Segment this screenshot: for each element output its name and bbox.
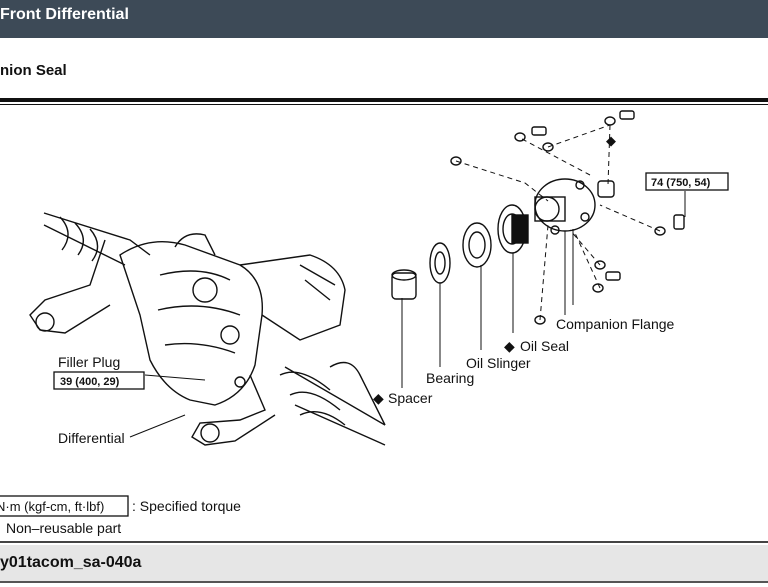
oil-seal-diamond: ◆ xyxy=(504,338,515,354)
filler-plug-label: Filler Plug xyxy=(58,354,120,370)
companion-flange-label: Companion Flange xyxy=(556,316,675,332)
bearing-label: Bearing xyxy=(426,370,474,386)
spacer-label: Spacer xyxy=(388,390,433,406)
title-bar: Front Differential xyxy=(0,0,768,38)
page-title: Front Differential xyxy=(0,6,129,23)
legend-units-box xyxy=(0,495,129,517)
diagram-svg: Filler Plug 39 (400, 29) Differential ◆ … xyxy=(0,110,729,536)
bolt-diamond: ◆ xyxy=(606,133,616,148)
flange-torque-box xyxy=(645,172,729,191)
filler-plug-torque-box xyxy=(53,371,145,390)
filler-plug-torque: 39 (400, 29) xyxy=(60,376,120,388)
image-id-bar: y01tacom_sa-040a xyxy=(0,545,768,583)
divider-thick xyxy=(0,98,768,102)
differential-label: Differential xyxy=(58,430,125,446)
legend-units: N·m (kgf-cm, ft·lbf) xyxy=(0,499,104,514)
exploded-diagram: Filler Plug 39 (400, 29) Differential ◆ … xyxy=(0,105,768,540)
legend-units-text: : Specified torque xyxy=(132,498,241,514)
image-id: y01tacom_sa-040a xyxy=(0,554,142,571)
divider-thin xyxy=(0,104,768,105)
oil-slinger-label: Oil Slinger xyxy=(466,355,531,371)
legend-nonreusable-text: Non–reusable part xyxy=(6,520,121,536)
oil-seal-label: Oil Seal xyxy=(520,338,569,354)
footer-divider xyxy=(0,541,768,543)
spacer-diamond: ◆ xyxy=(373,390,384,406)
flange-torque: 74 (750, 54) xyxy=(651,177,711,189)
section-title: nion Seal xyxy=(0,62,67,79)
